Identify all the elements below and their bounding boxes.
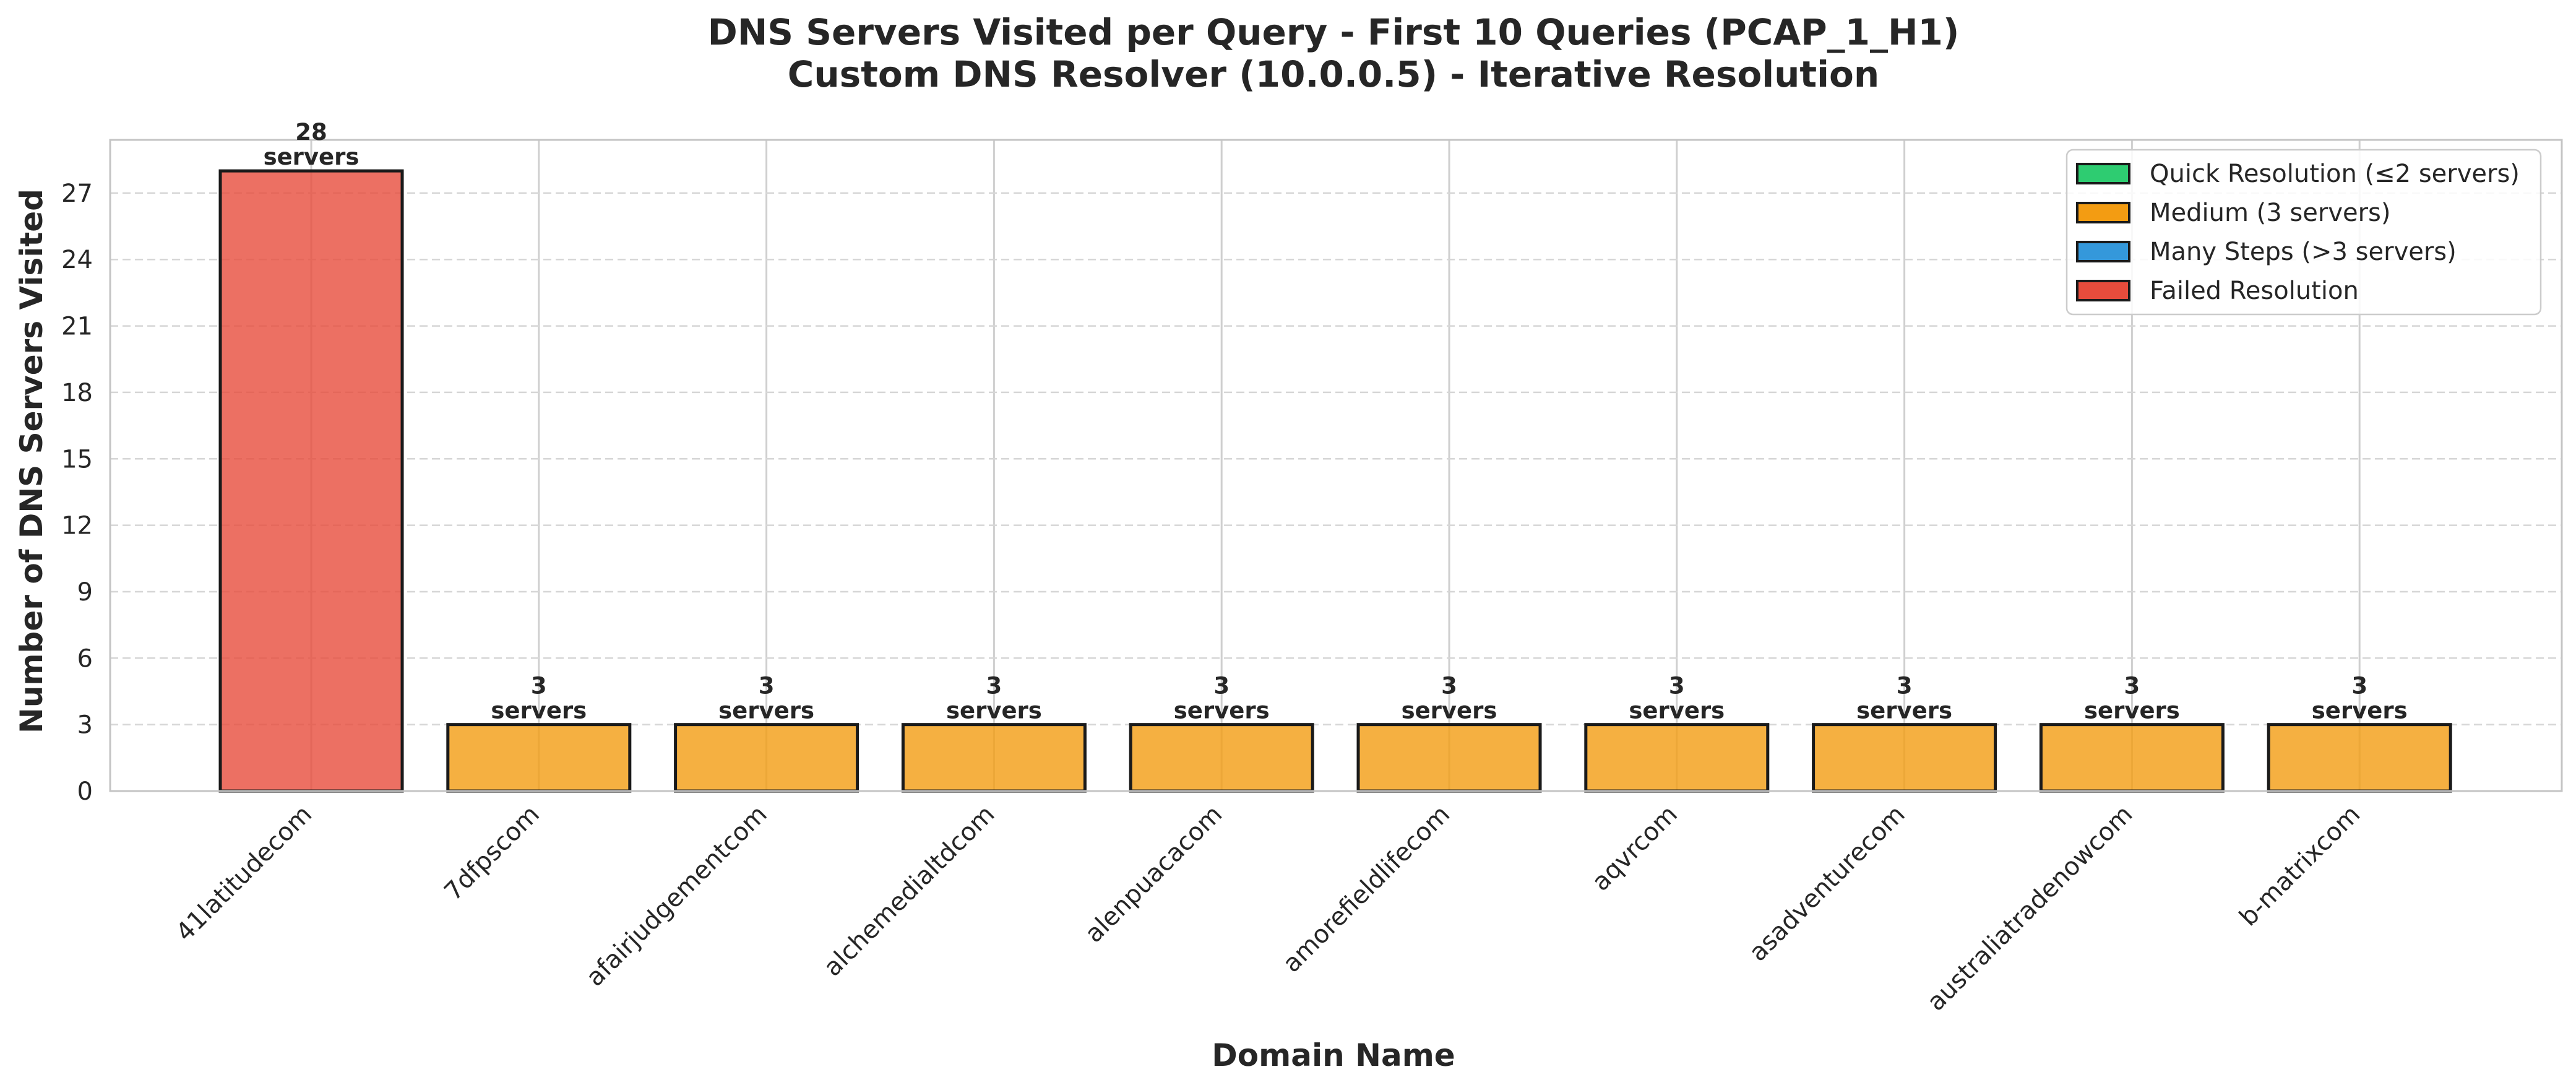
x-tick-label: australiatradenowcom (1922, 800, 2139, 1017)
bar-aqvrcom (1584, 723, 1770, 793)
x-tick-label: alenpuacacom (1080, 800, 1228, 949)
chart-title-line1: DNS Servers Visited per Query - First 10… (708, 11, 1960, 53)
legend-label-many: Many Steps (>3 servers) (2150, 238, 2457, 266)
x-tick-label: b-matrixcom (2234, 800, 2366, 932)
y-axis-title: Number of DNS Servers Visited (14, 189, 50, 733)
y-tick-label: 9 (77, 578, 93, 607)
x-tick-label: aqvrcom (1587, 800, 1683, 897)
bar-7dfpscom (446, 723, 632, 793)
legend-label-medium: Medium (3 servers) (2150, 199, 2391, 227)
legend-swatch-many (2076, 241, 2130, 262)
y-tick-labels: 0 3 6 9 12 15 18 21 24 27 (61, 180, 93, 806)
legend-label-failed: Failed Resolution (2150, 277, 2359, 305)
bar-41latitudecom (218, 169, 404, 793)
chart-title-line2: Custom DNS Resolver (10.0.0.5) - Iterati… (788, 53, 1879, 95)
bar-afairjudgementcom (674, 723, 859, 793)
x-axis-title: Domain Name (1212, 1037, 1455, 1073)
legend-box (2066, 149, 2542, 316)
legend-label-quick: Quick Resolution (≤2 servers) (2150, 160, 2520, 188)
y-tick-label: 27 (61, 180, 93, 208)
y-tick-label: 15 (61, 445, 93, 474)
y-tick-label: 18 (61, 379, 93, 407)
x-tick-label: 7dfpscom (439, 800, 545, 907)
bar-australiatradenowcom (2039, 723, 2225, 793)
bar-b-matrixcom (2267, 723, 2452, 793)
y-tick-label: 24 (61, 246, 93, 274)
x-tick-label: asadventurecom (1744, 800, 1911, 967)
plot-border (109, 139, 2563, 792)
bar-asadventurecom (1812, 723, 1997, 793)
y-tick-label: 21 (61, 313, 93, 341)
legend-swatch-quick (2076, 163, 2130, 184)
bar-alchemedialtdcom (901, 723, 1087, 793)
y-tick-label: 6 (77, 644, 93, 673)
y-tick-label: 12 (61, 512, 93, 540)
plot-frame (109, 139, 2563, 792)
x-tick-label: amorefieldlifecom (1277, 800, 1455, 979)
legend-swatch-failed (2076, 280, 2130, 301)
bar-alenpuacacom (1129, 723, 1314, 793)
y-tick-label: 0 (77, 777, 93, 806)
y-tick-label: 3 (77, 711, 93, 740)
x-tick-label: afairjudgementcom (581, 800, 773, 992)
bar-amorefieldlifecom (1356, 723, 1542, 793)
x-tick-label: alchemedialtdcom (818, 800, 1000, 982)
x-tick-label: 41latitudecom (171, 800, 317, 947)
bars (218, 169, 2452, 793)
legend-swatch-medium (2076, 202, 2130, 223)
legend: Quick Resolution (≤2 servers) Medium (3 s… (2066, 149, 2542, 316)
